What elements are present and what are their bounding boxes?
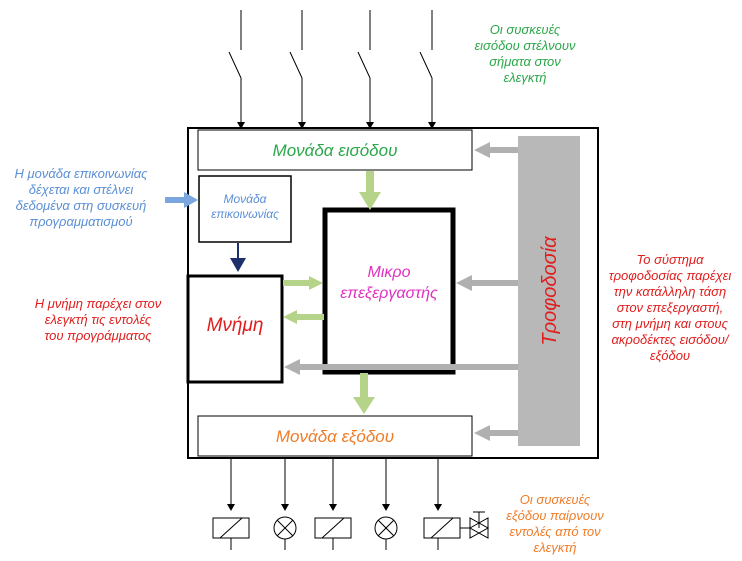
power-note: Το σύστημα τροφοδοσίας παρέχει την κατάλ… [608, 252, 732, 363]
input-switch-2 [289, 10, 306, 129]
cpu-box [322, 207, 456, 375]
power-arrow-output [474, 425, 518, 441]
input-switch-4 [419, 10, 436, 129]
memory-note: Η μνήμη παρέχει στον ελεγκτή τις εντολές… [34, 296, 162, 343]
output-devices-note: Οι συσκευές εξόδου παίρνουν εντολές από … [506, 492, 604, 555]
power-supply-label: Τροφοδοσία [539, 236, 561, 346]
power-arrow-input [474, 142, 518, 158]
input-switch-3 [357, 10, 374, 129]
arrow-input-to-cpu [359, 171, 381, 210]
arrow-cpu-to-output [353, 373, 375, 414]
memory-box [186, 274, 284, 384]
arrow-memory-to-cpu [283, 276, 323, 290]
input-switch-1 [228, 10, 245, 129]
comm-unit-label: Μονάδα επικοινωνίας [211, 192, 279, 221]
output-lamp-1 [273, 458, 297, 550]
input-unit-box [197, 129, 473, 171]
arrow-cpu-to-memory [283, 310, 324, 324]
comm-note: Η μονάδα επικοινωνίας δέχεται και στέλνε… [14, 166, 148, 229]
memory-label: Μνήμη [207, 315, 264, 336]
output-unit-box [197, 415, 473, 457]
input-unit-label: Μονάδα εισόδου [273, 141, 398, 160]
power-arrow-cpu [456, 275, 518, 291]
output-relay-2 [314, 458, 352, 550]
comm-unit-box [198, 175, 292, 243]
output-devices [212, 458, 490, 550]
input-switches [228, 10, 436, 129]
power-arrow-memory [284, 359, 518, 375]
power-arrows [284, 142, 518, 441]
power-supply-bar [518, 136, 580, 446]
output-valve [423, 458, 490, 550]
output-unit-label: Μονάδα εξόδου [276, 427, 394, 446]
arrow-programmer-to-comm [165, 192, 198, 208]
data-arrows [283, 171, 381, 414]
output-relay-1 [212, 458, 250, 550]
output-lamp-2 [374, 458, 398, 550]
input-devices-note: Οι συσκευές εισόδου στέλνουν σήματα στον… [474, 22, 576, 85]
cpu-label: Μικρο επεξεργαστής [340, 264, 438, 302]
